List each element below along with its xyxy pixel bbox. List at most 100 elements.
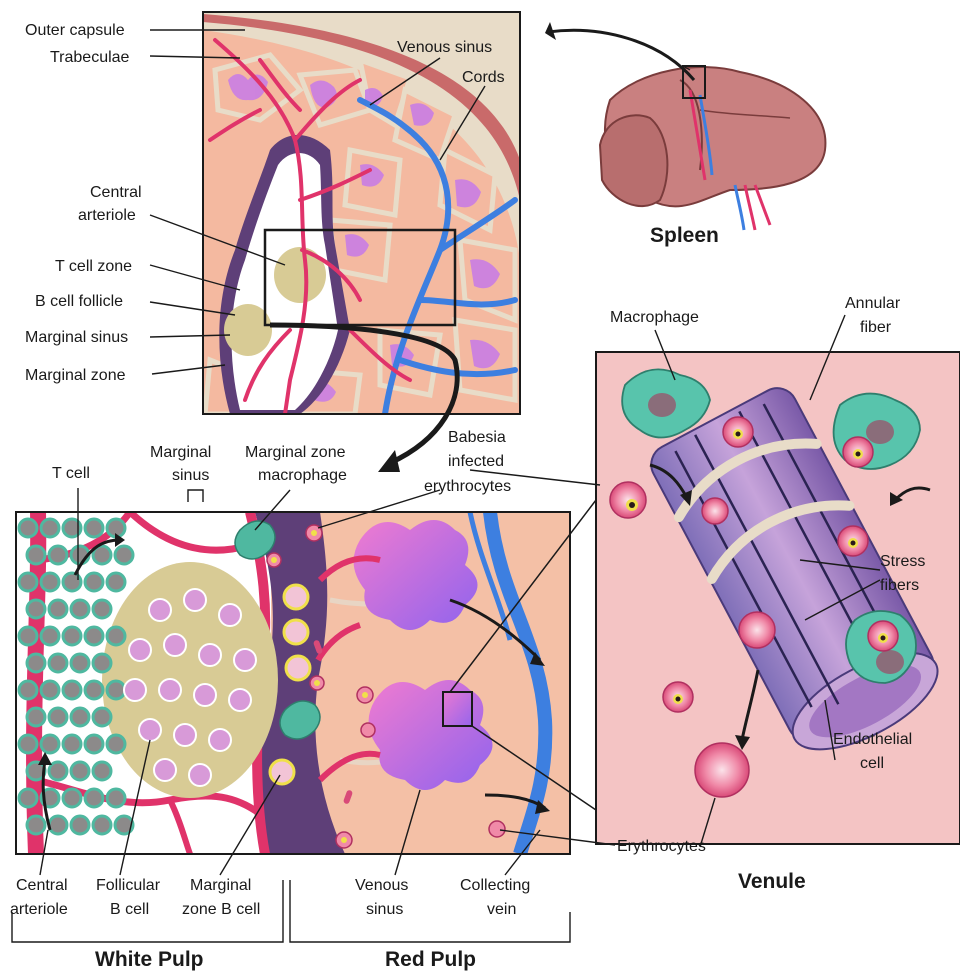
t-cell <box>27 600 45 618</box>
t-cell <box>27 654 45 672</box>
label-follicular-2: B cell <box>110 901 149 918</box>
follicular-b-cell <box>154 759 176 781</box>
t-cell <box>41 573 59 591</box>
label-babesia-3: erythrocytes <box>424 478 511 495</box>
label-annular-2: fiber <box>860 319 892 336</box>
t-cell <box>107 681 125 699</box>
t-cell <box>41 735 59 753</box>
follicular-b-cell <box>219 604 241 626</box>
label-stress-1: Stress <box>880 553 925 570</box>
label-collecting-vein-1: Collecting <box>460 877 530 894</box>
t-cell <box>93 816 111 834</box>
label-venous-sinus-top: Venous sinus <box>397 39 492 56</box>
label-outer-capsule: Outer capsule <box>25 22 125 39</box>
t-cell <box>19 627 37 645</box>
label-venule: Venule <box>738 870 806 893</box>
follicular-b-cell <box>164 634 186 656</box>
t-cell <box>107 789 125 807</box>
t-cell <box>41 681 59 699</box>
label-red-pulp: Red Pulp <box>385 948 476 971</box>
follicular-b-cell <box>189 764 211 786</box>
spleen-organ-illustration <box>600 66 825 230</box>
t-cell <box>85 573 103 591</box>
t-cell <box>49 546 67 564</box>
label-macrophage: Macrophage <box>610 309 699 326</box>
follicular-b-cell <box>129 639 151 661</box>
t-cell <box>41 519 59 537</box>
t-cell <box>115 546 133 564</box>
label-central-arteriole-bottom-1: Central <box>16 877 68 894</box>
t-cell <box>71 816 89 834</box>
t-cell <box>49 816 67 834</box>
t-cell <box>19 789 37 807</box>
label-central-arteriole-bottom-2: arteriole <box>10 901 68 918</box>
label-marginal-zone: Marginal zone <box>25 367 126 384</box>
label-collecting-vein-2: vein <box>487 901 516 918</box>
label-mz-b-cell-2: zone B cell <box>182 901 260 918</box>
t-cell <box>93 762 111 780</box>
t-cell <box>107 573 125 591</box>
t-cell <box>19 573 37 591</box>
t-cell <box>71 654 89 672</box>
label-cords: Cords <box>462 69 505 86</box>
t-cell <box>107 735 125 753</box>
follicular-b-cell <box>149 599 171 621</box>
t-cell <box>93 600 111 618</box>
label-marginal-sinus-1: Marginal <box>150 444 211 461</box>
t-cell <box>93 708 111 726</box>
label-trabeculae: Trabeculae <box>50 49 130 66</box>
label-venous-sinus-bottom-2: sinus <box>366 901 403 918</box>
label-endothelial-1: Endothelial <box>833 731 912 748</box>
follicular-b-cell <box>199 644 221 666</box>
follicular-b-cell <box>174 724 196 746</box>
t-cell <box>107 627 125 645</box>
label-erythrocytes: Erythrocytes <box>617 838 706 855</box>
label-mz-macrophage-2: macrophage <box>258 467 347 484</box>
label-marginal-sinus-2: sinus <box>172 467 209 484</box>
label-b-cell-follicle: B cell follicle <box>35 293 123 310</box>
label-white-pulp: White Pulp <box>95 948 204 971</box>
t-cell <box>63 627 81 645</box>
follicular-b-cell <box>194 684 216 706</box>
label-marginal-sinus-top: Marginal sinus <box>25 329 128 346</box>
label-mz-macrophage-1: Marginal zone <box>245 444 346 461</box>
label-t-cell: T cell <box>52 465 90 482</box>
t-cell <box>63 789 81 807</box>
label-babesia-1: Babesia <box>448 429 506 446</box>
t-cell <box>49 708 67 726</box>
follicular-b-cell <box>209 729 231 751</box>
t-cell <box>71 762 89 780</box>
label-venous-sinus-bottom-1: Venous <box>355 877 408 894</box>
pulp-detail-panel <box>16 512 570 854</box>
follicular-b-cell <box>124 679 146 701</box>
t-cell <box>71 708 89 726</box>
label-endothelial-2: cell <box>860 755 884 772</box>
t-cell <box>71 600 89 618</box>
label-mz-b-cell-1: Marginal <box>190 877 251 894</box>
t-cell <box>85 735 103 753</box>
follicular-b-cell <box>229 689 251 711</box>
label-annular-1: Annular <box>845 295 901 312</box>
label-central-arteriole-top-1: Central <box>90 184 142 201</box>
label-t-cell-zone: T cell zone <box>55 258 132 275</box>
follicular-b-cell <box>234 649 256 671</box>
label-babesia-2: infected <box>448 453 504 470</box>
t-cell <box>49 600 67 618</box>
t-cell <box>19 519 37 537</box>
t-cell <box>85 789 103 807</box>
t-cell <box>27 816 45 834</box>
follicular-b-cell <box>139 719 161 741</box>
t-cell <box>85 519 103 537</box>
t-cell <box>85 681 103 699</box>
t-cell <box>19 681 37 699</box>
t-cell <box>27 546 45 564</box>
t-cell <box>27 708 45 726</box>
t-cell <box>63 735 81 753</box>
follicular-b-cell <box>184 589 206 611</box>
t-cell <box>41 627 59 645</box>
t-cell <box>85 627 103 645</box>
label-follicular-1: Follicular <box>96 877 161 894</box>
venule-panel <box>596 352 960 844</box>
label-stress-2: fibers <box>880 577 919 594</box>
